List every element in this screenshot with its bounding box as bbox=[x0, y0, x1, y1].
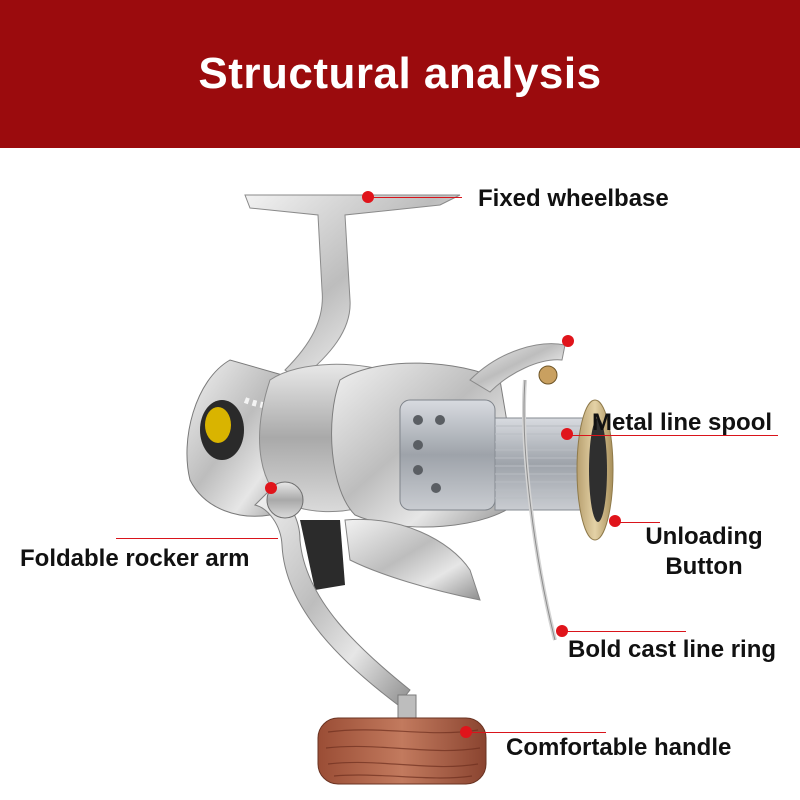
label-unloading-button: Unloading Button bbox=[645, 523, 763, 580]
label-bold-cast-line-ring: Bold cast line ring bbox=[568, 636, 777, 663]
label-metal-line-spool: Metal line spool bbox=[592, 409, 773, 436]
marker-dot-fixed-wheelbase bbox=[362, 191, 374, 203]
label-comfortable-handle: Comfortable handle bbox=[506, 734, 732, 761]
marker-dot-bold-cast-line-ring bbox=[556, 625, 568, 637]
leader-line-fixed-wheelbase bbox=[372, 197, 462, 198]
marker-dot-comfortable-handle bbox=[460, 726, 472, 738]
fishing-reel-illustration bbox=[186, 194, 614, 785]
leader-line-comfortable-handle bbox=[470, 732, 606, 733]
marker-dot-bail bbox=[562, 335, 574, 347]
leader-line-metal-line-spool bbox=[572, 435, 778, 436]
leader-line-bold-cast-line-ring bbox=[566, 631, 686, 632]
title-banner: Structural analysis bbox=[0, 0, 800, 148]
label-fixed-wheelbase: Fixed wheelbase bbox=[478, 185, 669, 212]
page-title: Structural analysis bbox=[198, 49, 602, 98]
marker-dot-metal-line-spool bbox=[561, 428, 573, 440]
label-foldable-rocker-arm: Foldable rocker arm bbox=[20, 545, 250, 572]
leader-line-unloading-button bbox=[620, 522, 660, 523]
leader-line-foldable-rocker-arm bbox=[116, 538, 278, 539]
marker-dot-unloading-button bbox=[609, 515, 621, 527]
marker-dot-foldable-rocker-arm bbox=[265, 482, 277, 494]
